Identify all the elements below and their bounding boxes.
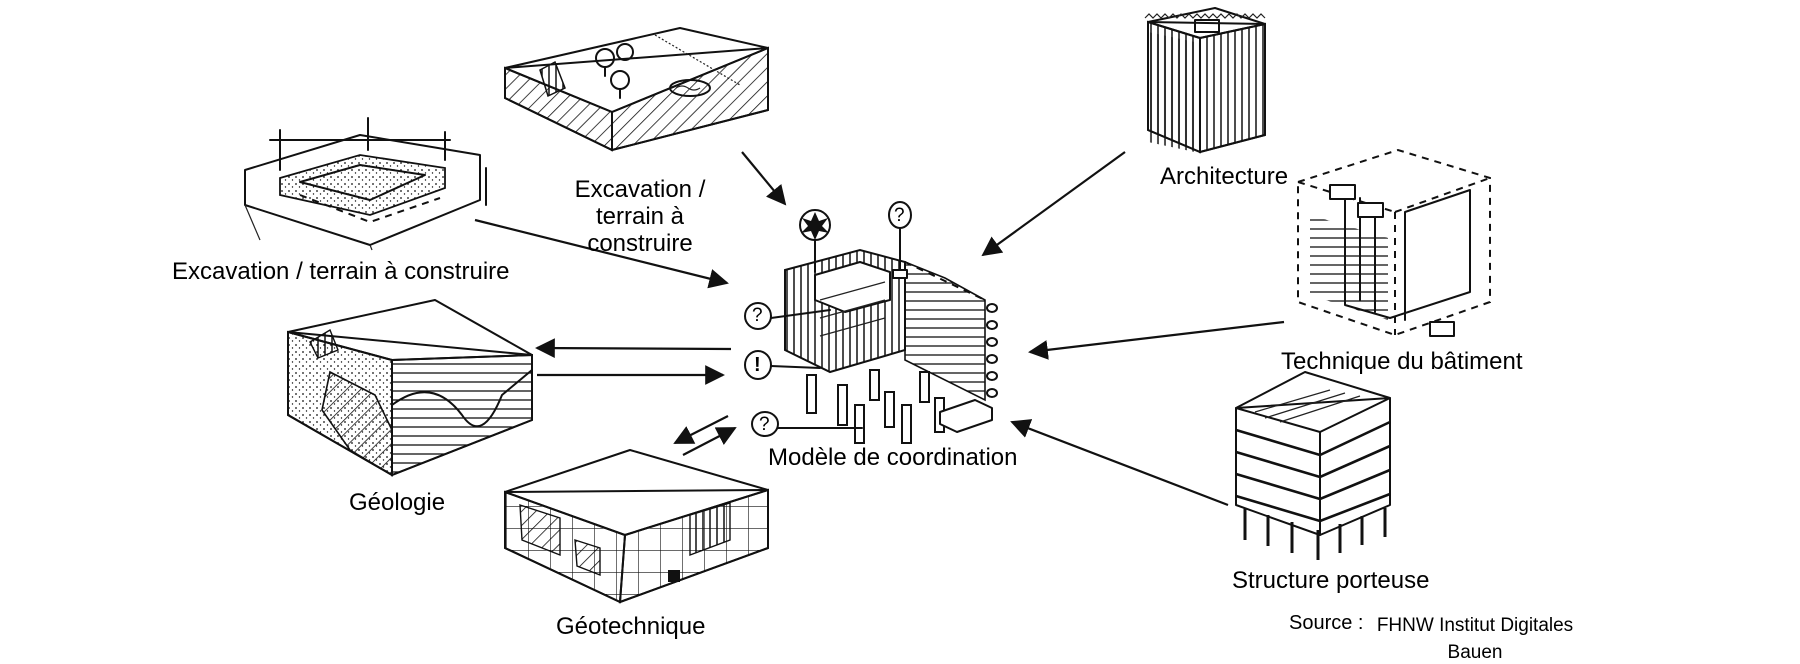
label-modele-coordination: Modèle de coordination <box>768 444 1018 471</box>
coordination-model-sketch <box>744 201 998 444</box>
geology-block-sketch <box>287 299 533 477</box>
label-excavation-top: Excavation / terrain à construire <box>574 176 706 257</box>
arrow-excavation-top-to-model <box>741 151 787 206</box>
question-marker-lower: ? <box>759 414 770 435</box>
arrow-services-to-model <box>1028 320 1285 360</box>
arrow-model-to-geology <box>535 338 732 358</box>
question-marker-upper: ? <box>752 305 763 326</box>
architecture-tower-sketch <box>1144 7 1266 154</box>
arrow-excavation-left-to-model <box>474 218 729 289</box>
label-structure-porteuse: Structure porteuse <box>1232 567 1430 594</box>
arrow-geotechnical-to-model <box>682 427 737 456</box>
building-services-sketch <box>1297 148 1491 337</box>
excavation-pit-sketch <box>244 117 487 251</box>
label-geologie: Géologie <box>349 489 446 516</box>
source-prefix: Source : <box>1289 612 1364 634</box>
arrow-architecture-to-model <box>981 151 1126 257</box>
label-geotechnique: Géotechnique <box>556 613 706 640</box>
geotechnical-grid-sketch <box>504 449 769 604</box>
excavation-terrain-sketch <box>504 27 769 152</box>
exclamation-marker: ! <box>754 354 761 376</box>
label-technique-batiment: Technique du bâtiment <box>1281 348 1523 375</box>
source-name: FHNW Institut Digitales Bauen <box>1376 615 1574 663</box>
question-marker-top: ? <box>894 205 905 226</box>
arrow-model-to-geotechnical <box>673 415 729 444</box>
relation-arrows <box>474 151 1285 507</box>
label-architecture: Architecture <box>1160 163 1289 190</box>
load-bearing-structure-sketch <box>1235 371 1391 560</box>
label-excavation-left: Excavation / terrain à construire <box>172 258 510 285</box>
arrow-structure-to-model <box>1010 419 1229 507</box>
